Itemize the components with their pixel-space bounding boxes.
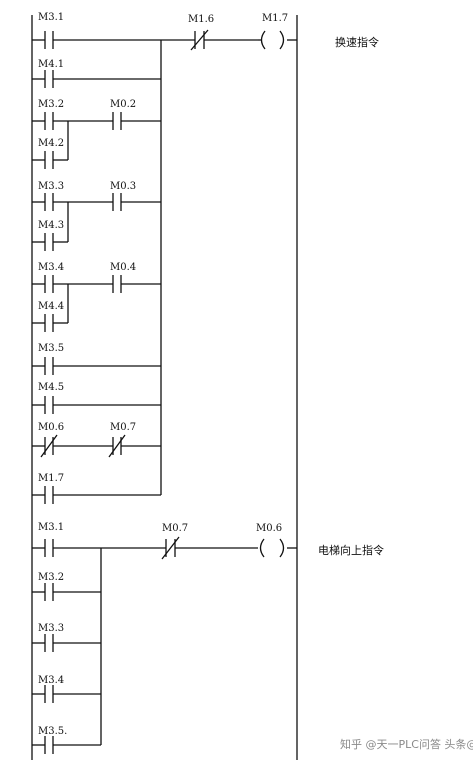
contact-label: M4.2 xyxy=(38,138,64,149)
branch-m0-6-m0-7-normally-closed: M0.6 M0.7 xyxy=(32,422,161,458)
contact-label: M1.6 xyxy=(188,14,214,25)
contact-label: M0.4 xyxy=(110,262,136,273)
contact-m3-5: M3.5 xyxy=(32,343,161,375)
branch-m3-2-m4-2-m0-2: M3.2 M4.2 M0.2 xyxy=(32,99,161,169)
contact-label: M0.3 xyxy=(110,181,136,192)
contact-label: M3.3 xyxy=(38,181,64,192)
contact-m1-6-normally-closed: M1.6 xyxy=(161,14,258,51)
contact-m3-5: M3.5. xyxy=(32,726,101,754)
branch-m3-3-m4-3-m0-3: M3.3 M4.3 M0.3 xyxy=(32,181,161,251)
branch-m3-4-m4-4-m0-4: M3.4 M4.4 M0.4 xyxy=(32,262,161,332)
contact-label: M4.5 xyxy=(38,382,64,393)
contact-label: M3.5 xyxy=(38,343,64,354)
rung-comment: 换速指令 xyxy=(335,35,379,49)
contact-label: M0.2 xyxy=(110,99,136,110)
contact-label: M0.7 xyxy=(110,422,136,433)
coil-label: M0.6 xyxy=(256,523,282,534)
contact-label: M0.6 xyxy=(38,422,64,433)
contact-label: M3.4 xyxy=(38,262,64,273)
coil-label: M1.7 xyxy=(262,13,288,24)
contact-label: M3.2 xyxy=(38,99,64,110)
contact-label: M4.4 xyxy=(38,301,64,312)
contact-m4-1: M4.1 xyxy=(32,59,161,88)
contact-m3-1: M3.1 xyxy=(32,522,166,557)
rung-comment: 电梯向上指令 xyxy=(318,543,384,557)
contact-m3-1: M3.1 xyxy=(32,12,161,49)
contact-label: M3.3 xyxy=(38,623,64,634)
coil-m0-6: M0.6 xyxy=(256,523,297,558)
contact-m1-7-self-hold: M1.7 xyxy=(32,473,161,504)
contact-label: M1.7 xyxy=(38,473,64,484)
watermark: 知乎 @天一PLC问答 头条@天天问答 xyxy=(340,737,473,751)
coil-m1-7: M1.7 xyxy=(258,13,297,50)
rung-2: M3.1 M0.7 M0.6 电梯向上指令 M3.2 xyxy=(32,522,384,754)
contact-label: M3.4 xyxy=(38,675,64,686)
contact-label: M3.2 xyxy=(38,572,64,583)
rung-1: M3.1 M1.6 M1.7 换速指令 M4.1 xyxy=(32,12,379,504)
contact-label: M0.7 xyxy=(162,523,188,534)
contact-label: M4.1 xyxy=(38,59,64,70)
contact-m3-3: M3.3 xyxy=(32,623,101,652)
contact-label: M4.3 xyxy=(38,220,64,231)
contact-m3-4: M3.4 xyxy=(32,675,101,703)
contact-label: M3.1 xyxy=(38,522,64,533)
contact-m0-7-normally-closed: M0.7 xyxy=(161,523,258,560)
contact-label: M3.5. xyxy=(38,726,67,737)
contact-label: M3.1 xyxy=(38,12,64,23)
contact-m3-2: M3.2 xyxy=(32,572,101,601)
contact-m4-5: M4.5 xyxy=(32,382,161,414)
